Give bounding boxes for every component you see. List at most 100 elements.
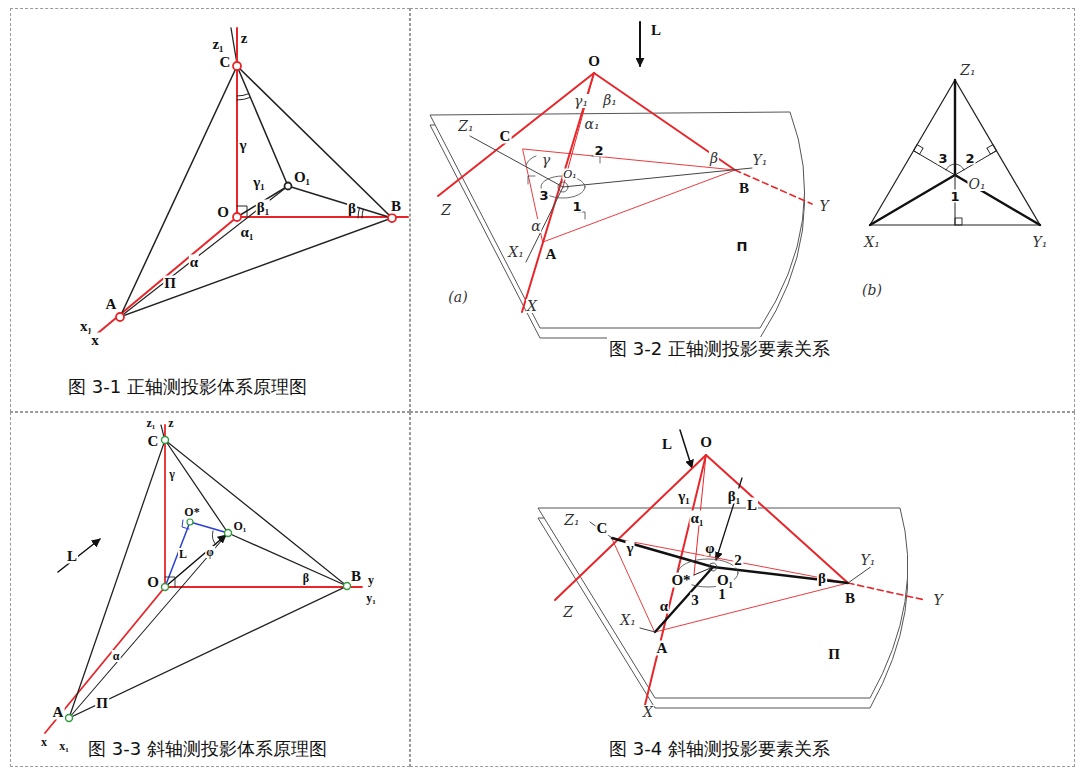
point-label: y₁	[365, 592, 377, 604]
point-label: y	[367, 574, 375, 586]
point-label: φ	[205, 546, 215, 558]
orthographic-system	[233, 62, 241, 70]
point-label: 2	[593, 144, 604, 157]
projection-triangle	[955, 218, 962, 225]
oblique-elements	[706, 455, 848, 583]
point-label: β	[347, 201, 357, 216]
projection-triangle	[870, 80, 1040, 225]
point-label: A	[52, 705, 65, 720]
oblique-elements	[612, 538, 713, 567]
point-label: X₁	[619, 613, 637, 627]
point-label: L	[746, 498, 758, 513]
point-label: O*	[183, 506, 200, 518]
point-label: 3	[937, 152, 948, 165]
point-label: β₁	[256, 200, 270, 215]
point-label: Z₁	[457, 119, 474, 133]
point-label: x	[40, 736, 48, 748]
point-label: C	[499, 129, 512, 144]
point-label: Y₁	[752, 153, 769, 167]
point-label: z	[240, 31, 249, 46]
point-label: 2	[733, 553, 743, 568]
oblique-system	[165, 440, 228, 533]
oblique-system	[69, 440, 347, 718]
projection-triangle	[987, 145, 997, 155]
orthographic-elements	[563, 73, 594, 187]
oblique-elements	[612, 538, 848, 632]
point-label: Π	[163, 276, 177, 291]
oblique-system	[344, 583, 351, 590]
oblique-system	[69, 533, 228, 718]
point-label: A	[656, 641, 669, 656]
point-label: α	[530, 219, 541, 233]
oblique-system	[165, 522, 190, 587]
oblique-elements	[694, 455, 706, 575]
point-label: A	[545, 247, 558, 262]
point-label: φ	[704, 541, 715, 556]
point-label: Y	[932, 593, 943, 607]
point-label: B	[390, 199, 402, 214]
point-label: Y₁	[1032, 235, 1049, 249]
point-label: B	[350, 569, 362, 584]
oblique-elements	[655, 567, 713, 632]
projection-triangle	[914, 145, 924, 155]
projection-triangle	[955, 175, 1040, 225]
oblique-system	[165, 535, 226, 587]
orthographic-elements	[438, 73, 594, 196]
projection-triangle	[946, 164, 964, 170]
point-label: z₁	[211, 37, 224, 52]
orthographic-elements	[470, 136, 563, 187]
point-label: γ₁	[573, 94, 589, 108]
point-label: 3	[690, 593, 700, 608]
orthographic-system	[120, 66, 392, 317]
point-label: β₁	[727, 489, 741, 504]
oblique-elements	[680, 430, 692, 468]
point-label: α₁	[690, 511, 705, 526]
orthographic-elements	[558, 182, 568, 192]
point-label: β₁	[602, 93, 618, 107]
point-label: O	[699, 435, 713, 450]
point-label: 1	[717, 587, 727, 602]
orthographic-system	[237, 186, 288, 217]
orthographic-system	[237, 66, 288, 186]
oblique-system	[228, 533, 347, 586]
orthographic-elements	[735, 170, 812, 204]
point-label: γ	[238, 138, 247, 153]
figure-panel: 图 3-3 斜轴测投影体系原理图	[10, 412, 410, 767]
point-label: α	[112, 650, 121, 662]
point-label: 3	[538, 189, 549, 202]
orthographic-elements	[578, 212, 585, 219]
oblique-elements	[678, 559, 738, 587]
point-label: A	[105, 297, 118, 312]
figure-panel: 图 3-4 斜轴测投影要素关系	[410, 412, 1075, 767]
figure-caption: 图 3-2 正轴测投影要素关系	[607, 337, 832, 361]
point-label: 2	[964, 152, 975, 165]
oblique-system	[164, 425, 166, 587]
orthographic-elements	[639, 22, 641, 66]
oblique-system	[162, 437, 169, 444]
point-label: O₁	[562, 169, 577, 180]
point-label: α	[189, 255, 199, 270]
point-label: O*	[670, 573, 691, 588]
orthographic-system	[288, 186, 392, 218]
point-label: β	[817, 571, 827, 586]
projection-triangle	[870, 80, 1040, 225]
oblique-system	[66, 715, 73, 722]
oblique-system	[187, 519, 193, 525]
orthographic-system	[285, 183, 292, 190]
point-label: z₁	[146, 417, 157, 429]
oblique-system	[45, 425, 362, 733]
point-label: γ₁	[252, 175, 266, 190]
point-label: B	[738, 181, 750, 196]
oblique-elements	[645, 455, 706, 705]
point-label: Z₁	[563, 513, 580, 527]
figure-panel: 图 3-2 正轴测投影要素关系	[410, 8, 1075, 412]
point-label: γ	[168, 468, 176, 480]
orthographic-elements	[541, 176, 585, 198]
oblique-system	[212, 531, 216, 545]
point-label: X₁	[507, 245, 525, 259]
point-label: Y₁	[860, 553, 877, 567]
oblique-elements	[694, 567, 713, 575]
orthographic-elements	[523, 149, 735, 242]
orthographic-system	[116, 313, 124, 321]
projection-triangle	[955, 175, 956, 225]
